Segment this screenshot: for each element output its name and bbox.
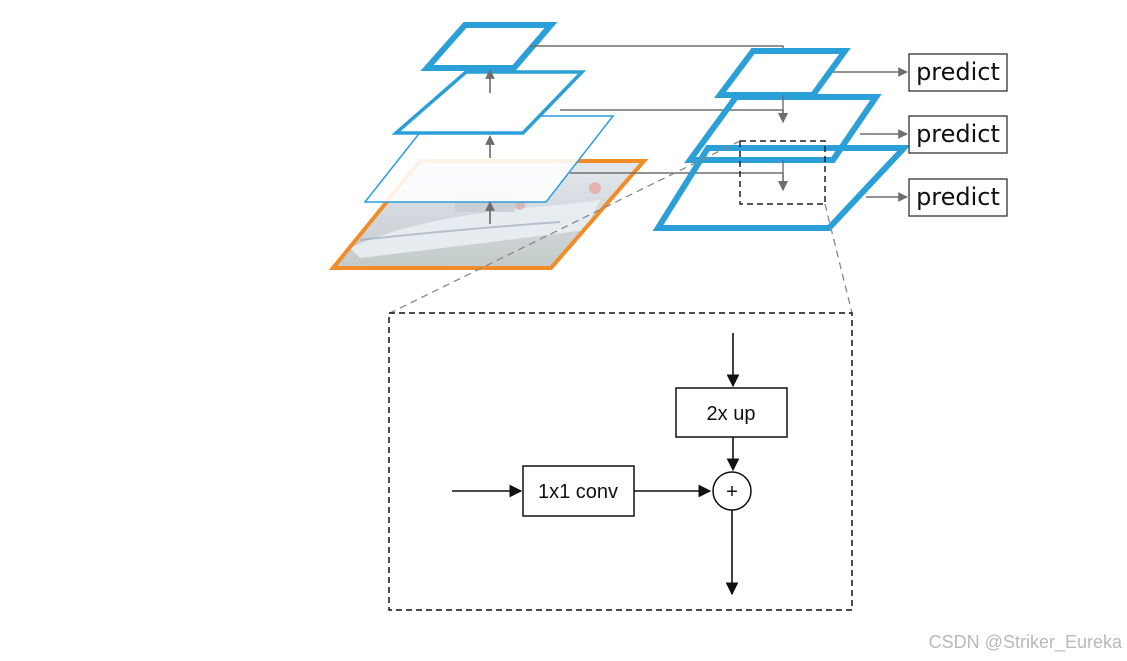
conv-box: 1x1 conv	[522, 465, 635, 517]
sum-node: +	[712, 471, 752, 511]
bottom-up-level-3	[420, 22, 558, 71]
upsample-box: 2x up	[675, 387, 788, 438]
predict-label: predict	[916, 183, 1000, 211]
detail-panel	[388, 312, 853, 611]
top-down-level-2	[684, 94, 882, 163]
bottom-up-level-1	[363, 115, 615, 203]
zoom-guide-lines	[389, 140, 853, 314]
upsample-label: 2x up	[707, 403, 756, 425]
predict-box-2: predict	[908, 115, 1008, 154]
sum-symbol: +	[726, 481, 738, 503]
bottom-up-level-2	[391, 70, 587, 135]
predict-label: predict	[916, 58, 1000, 86]
zoom-highlight-box	[739, 140, 826, 205]
predict-box-3: predict	[908, 178, 1008, 217]
conv-label: 1x1 conv	[538, 481, 618, 503]
predict-box-1: predict	[908, 53, 1008, 92]
predict-arrows	[833, 67, 908, 202]
watermark-text: CSDN @Striker_Eureka	[929, 632, 1123, 653]
top-down-level-1	[714, 48, 851, 98]
predict-label: predict	[916, 120, 1000, 148]
